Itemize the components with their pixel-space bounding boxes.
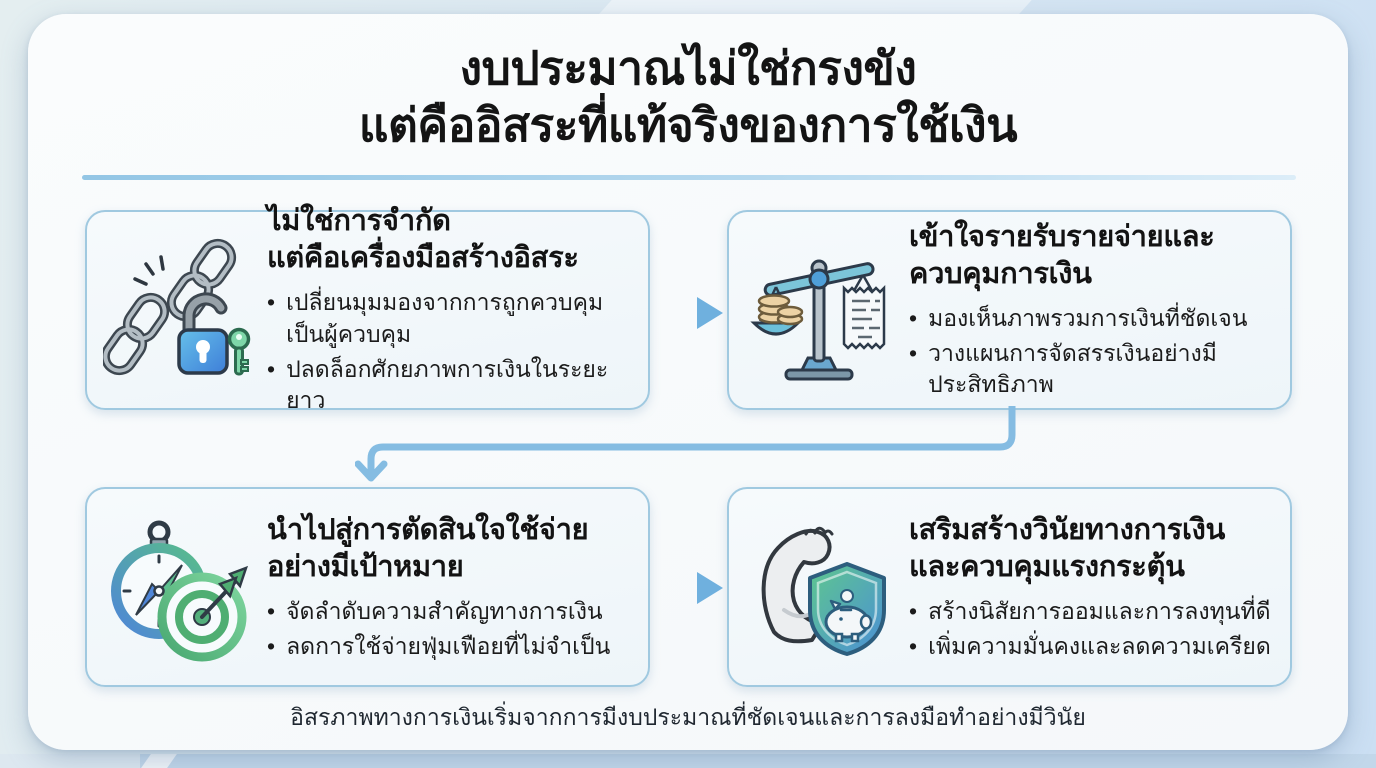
bullet-dot: • [267,597,276,624]
bullet-item: • วางแผนการจัดสรรเงินอย่างมี ประสิทธิภาพ [909,339,1217,398]
card-understand-income-expense: เข้าใจรายรับรายจ่ายและ ควบคุมการเงิน • ม… [727,210,1292,410]
card-text-block: ไม่ใช่การจำกัด แต่คือเครื่องมือสร้างอิสร… [253,203,630,417]
arrow-right-icon [653,572,723,604]
main-panel: งบประมาณไม่ใช่กรงขัง แต่คืออิสระที่แท้จร… [28,14,1348,750]
footer-note: อิสรภาพทางการเงินเริ่มจากการมีงบประมาณที… [290,704,1086,730]
compass-target-icon [101,511,253,663]
bullet-dot: • [909,632,918,659]
arrow-down-connector-icon [355,406,1016,482]
title-divider [82,175,1296,180]
bullet-dot: • [909,305,918,331]
bullet-item: • เปลี่ยนมุมมองจากการถูกควบคุม เป็นผู้คว… [267,289,604,347]
bullet-dot: • [267,632,276,659]
bullet-item: • มองเห็นภาพรวมการเงินที่ชัดเจน [909,303,1272,335]
card-text-block: เสริมสร้างวินัยทางการเงิน และควบคุมแรงกร… [895,512,1272,663]
bullet-item: • เพิ่มความมั่นคงและลดความเครียด [909,631,1272,663]
bullet-item: • สร้างนิสัยการออมและการลงทุนที่ดี [909,596,1272,628]
bullet-item: • ปลดล็อกศักยภาพการเงินในระยะยาว [267,355,609,414]
card-text-block: นำไปสู่การตัดสินใจใช้จ่าย อย่างมีเป้าหมา… [253,512,630,663]
bullet-dot: • [267,355,276,382]
bullet-dot: • [909,597,918,624]
card-title: เข้าใจรายรับรายจ่ายและ ควบคุมการเงิน [909,220,1215,290]
card-financial-discipline: เสริมสร้างวินัยทางการเงิน และควบคุมแรงกร… [727,487,1292,687]
card-not-a-restriction: ไม่ใช่การจำกัด แต่คือเครื่องมือสร้างอิสร… [85,205,650,413]
card-title: นำไปสู่การตัดสินใจใช้จ่าย อย่างมีเป้าหมา… [267,513,589,583]
bullet-dot: • [909,339,918,366]
card-title: เสริมสร้างวินัยทางการเงิน และควบคุมแรงกร… [909,513,1226,583]
muscle-shield-piggy-icon [743,511,895,663]
balance-scale-icon [743,234,895,386]
card-text-block: เข้าใจรายรับรายจ่ายและ ควบคุมการเงิน • ม… [895,219,1272,401]
card-goal-based-spending: นำไปสู่การตัดสินใจใช้จ่าย อย่างมีเป้าหมา… [85,487,650,687]
bottom-band-decor [0,754,1376,768]
broken-chain-unlock-icon [101,234,253,386]
bullet-dot: • [267,289,276,316]
page-title: งบประมาณไม่ใช่กรงขัง แต่คืออิสระที่แท้จร… [358,42,1018,152]
bottom-left-decor [0,754,140,768]
bullet-item: • จัดลำดับความสำคัญทางการเงิน [267,596,630,628]
bullet-item: • ลดการใช้จ่ายฟุ่มเฟือยที่ไม่จำเป็น [267,631,630,663]
arrow-right-icon [653,297,723,329]
card-title: ไม่ใช่การจำกัด แต่คือเครื่องมือสร้างอิสร… [267,204,579,275]
